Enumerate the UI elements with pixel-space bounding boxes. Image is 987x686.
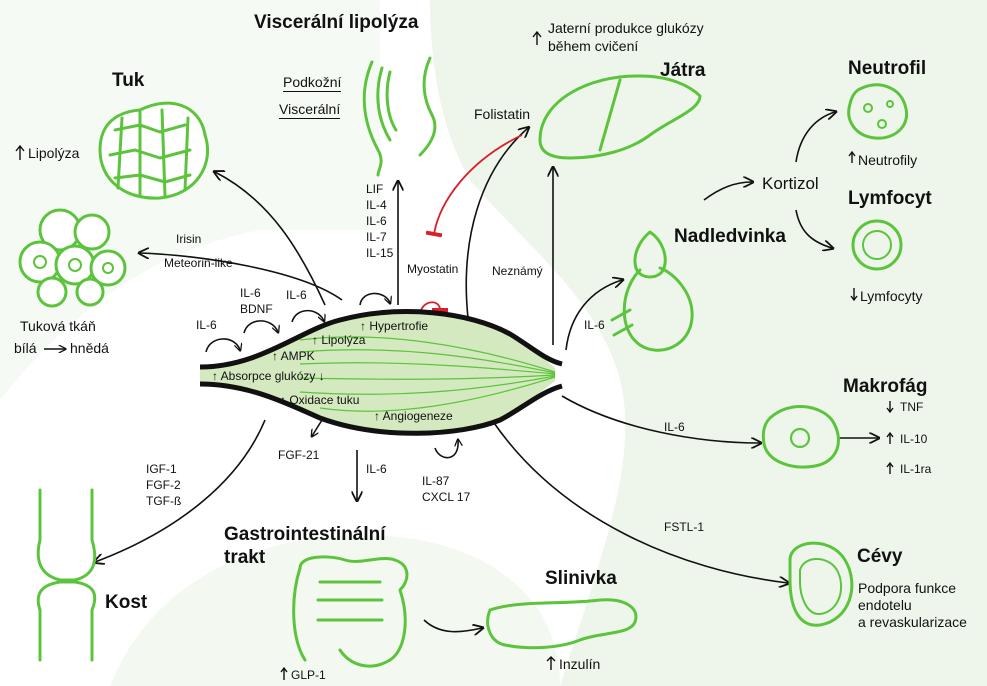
label-il6-gi: IL-6: [366, 462, 387, 476]
label-fstl1: FSTL-1: [664, 520, 704, 534]
loop-arrow-bdnf: [244, 321, 278, 333]
label-il6-adrenal: IL-6: [584, 318, 605, 332]
label-meteorin: Meteorin-like: [164, 256, 233, 270]
label-lymphocytes: Lymfocyty: [860, 288, 923, 304]
label-liver-note-2: během cvičení: [548, 38, 638, 54]
loop-arrow-il87: [435, 440, 458, 458]
label-tgfb: TGF-ß: [146, 494, 181, 508]
heading-vessels: Cévy: [857, 546, 902, 567]
heading-fat: Tuk: [112, 70, 144, 91]
label-vessel-note-3: a revaskularizace: [858, 614, 967, 630]
arrow-fgf21: [312, 420, 322, 436]
label-cytokine-il4: IL-4: [366, 198, 387, 212]
label-neutrophils: Neutrofily: [858, 152, 917, 168]
label-cytokine-il6: IL-6: [366, 214, 387, 228]
heading-macrophage: Makrofág: [843, 376, 927, 397]
label-cytokine-il15: IL-15: [366, 246, 393, 260]
heading-lymphocyte: Lymfocyt: [848, 188, 932, 209]
muscle-label-angiogenesis: ↑ Angiogeneze: [374, 410, 453, 423]
label-cxcl17: CXCL 17: [422, 490, 470, 504]
loop-arrow-il6-c: [292, 311, 324, 322]
label-unknown: Neznámý: [492, 264, 543, 278]
muscle-label-lipolysis: ↑ Lipolýza: [312, 334, 365, 347]
muscle-label-hypertrophy: ↑ Hypertrofie: [360, 320, 428, 333]
label-fgf2: FGF-2: [146, 478, 181, 492]
label-adipose-brown: hnědá: [70, 340, 109, 356]
fat-cluster-icon: [100, 103, 208, 198]
label-glp1: GLP-1: [291, 668, 326, 682]
heading-gi-tract-1: Gastrointestinální: [224, 524, 386, 545]
label-il6-c: IL-6: [286, 288, 307, 302]
label-il10: IL-10: [900, 432, 927, 446]
label-il6-macrophage: IL-6: [664, 420, 685, 434]
label-cortisol: Kortizol: [762, 174, 819, 193]
muscle-label-fat-oxidation: ↑ Oxidace tuku: [280, 394, 359, 407]
heading-liver: Játra: [660, 60, 705, 81]
label-vessel-note-1: Podpora funkce: [858, 580, 956, 596]
loop-arrow-top: [360, 293, 390, 305]
bone-icon: [38, 490, 95, 660]
label-visceral: Viscerální: [279, 101, 340, 119]
heading-bone: Kost: [105, 592, 147, 613]
label-irisin: Irisin: [176, 232, 201, 246]
label-lipolysis-up: Lipolýza: [28, 145, 79, 161]
heading-adrenal: Nadledvinka: [674, 226, 786, 247]
label-il6-a: IL-6: [196, 318, 217, 332]
heading-visceral-lipolysis: Viscerální lipolýza: [254, 12, 418, 33]
label-vessel-note-2: endotelu: [858, 597, 912, 613]
label-myostatin: Myostatin: [407, 262, 458, 276]
heading-gi-tract-2: trakt: [224, 547, 265, 568]
label-cytokine-lif: LIF: [366, 182, 383, 196]
label-adipose-white: bílá: [14, 340, 37, 356]
label-bdnf: BDNF: [240, 302, 273, 316]
label-tnf: TNF: [900, 400, 923, 414]
label-il1ra: IL-1ra: [900, 462, 931, 476]
label-folistatin: Folistatin: [474, 106, 530, 122]
label-subcutaneous: Podkožní: [283, 74, 341, 92]
loop-arrow-il6-a: [206, 339, 240, 352]
muscle-label-ampk: ↑ AMPK: [272, 350, 315, 363]
label-adipose-1: Tuková tkáň: [20, 318, 96, 334]
muscle-label-glucose-uptake: ↑ Absorpce glukózy ↓: [212, 370, 325, 383]
label-liver-note-1: Jaterní produkce glukózy: [548, 20, 704, 36]
heading-neutrophil: Neutrofil: [848, 58, 926, 79]
heading-pancreas: Slinivka: [545, 568, 617, 589]
label-insulin: Inzulín: [559, 656, 600, 672]
label-fgf21: FGF-21: [278, 448, 319, 462]
label-il87: IL-87: [422, 474, 449, 488]
label-igf1: IGF-1: [146, 462, 177, 476]
label-cytokine-il7: IL-7: [366, 230, 387, 244]
label-il6-b: IL-6: [240, 286, 261, 300]
